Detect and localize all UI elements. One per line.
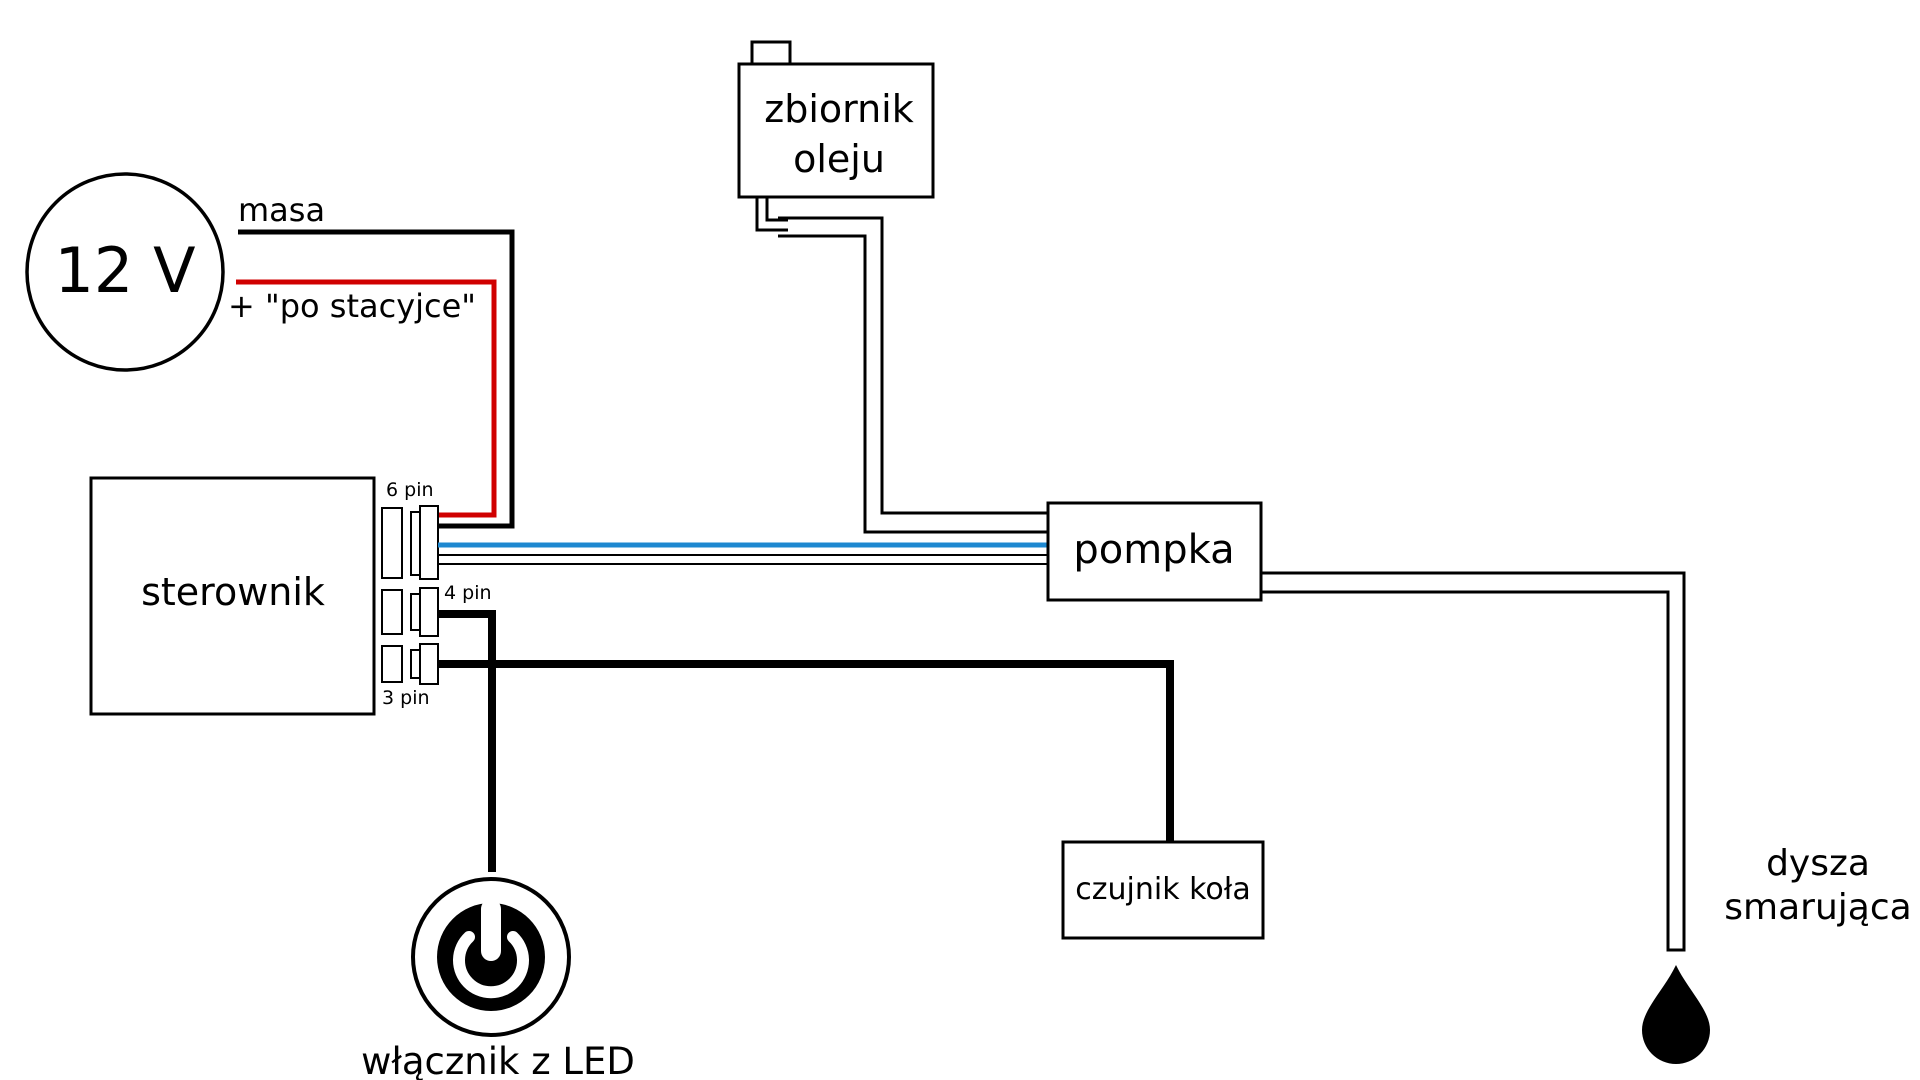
oil-drop-icon: [1642, 965, 1710, 1064]
connector-4-pin-label: 4 pin: [444, 582, 492, 604]
positive-wire: [236, 279, 497, 518]
power-icon: [437, 899, 545, 1011]
oil-tank-label-line1: zbiornik: [764, 87, 913, 131]
power-source: 12 V: [25, 172, 225, 372]
wheel-sensor: czujnik koła: [1061, 840, 1265, 940]
controller: sterownik: [89, 476, 376, 716]
connector-6-pin: 6 pin: [381, 479, 439, 580]
connector-4-pin: 4 pin: [381, 582, 492, 637]
switch-cable: [438, 610, 496, 872]
positive-wire-label: + "po stacyjce": [228, 287, 476, 325]
power-switch: włącznik z LED: [361, 877, 635, 1080]
connector-3-pin: 3 pin: [381, 643, 439, 709]
pump: pompka: [1046, 501, 1263, 602]
pump-box: [1046, 501, 1263, 602]
ground-wire: [238, 229, 515, 529]
oil-tank: zbiornik oleju: [737, 40, 935, 199]
nozzle-label-line2: smarująca: [1724, 887, 1911, 928]
nozzle-label-line1: dysza: [1766, 843, 1870, 884]
pump-label: pompka: [1073, 527, 1234, 573]
oil-output-hose: [1261, 571, 1686, 952]
pump-control-cable: [438, 542, 1048, 565]
wheel-sensor-label: czujnik koła: [1075, 872, 1250, 907]
oil-supply-hose: [755, 197, 1048, 534]
controller-box: [89, 476, 376, 716]
connector-3-pin-label: 3 pin: [382, 687, 430, 709]
oil-tank-label-line2: oleju: [793, 137, 885, 181]
power-source-label: 12 V: [54, 234, 195, 307]
controller-label: sterownik: [141, 570, 325, 614]
connector-6-pin-label: 6 pin: [386, 479, 434, 501]
oil-tank-cap: [750, 40, 792, 66]
power-source-circle: [25, 172, 225, 372]
wheel-sensor-cable: [438, 660, 1174, 842]
ground-wire-label: masa: [238, 191, 325, 229]
wheel-sensor-box: [1061, 840, 1265, 940]
power-switch-label: włącznik z LED: [361, 1040, 635, 1080]
oil-tank-body: [737, 62, 935, 199]
